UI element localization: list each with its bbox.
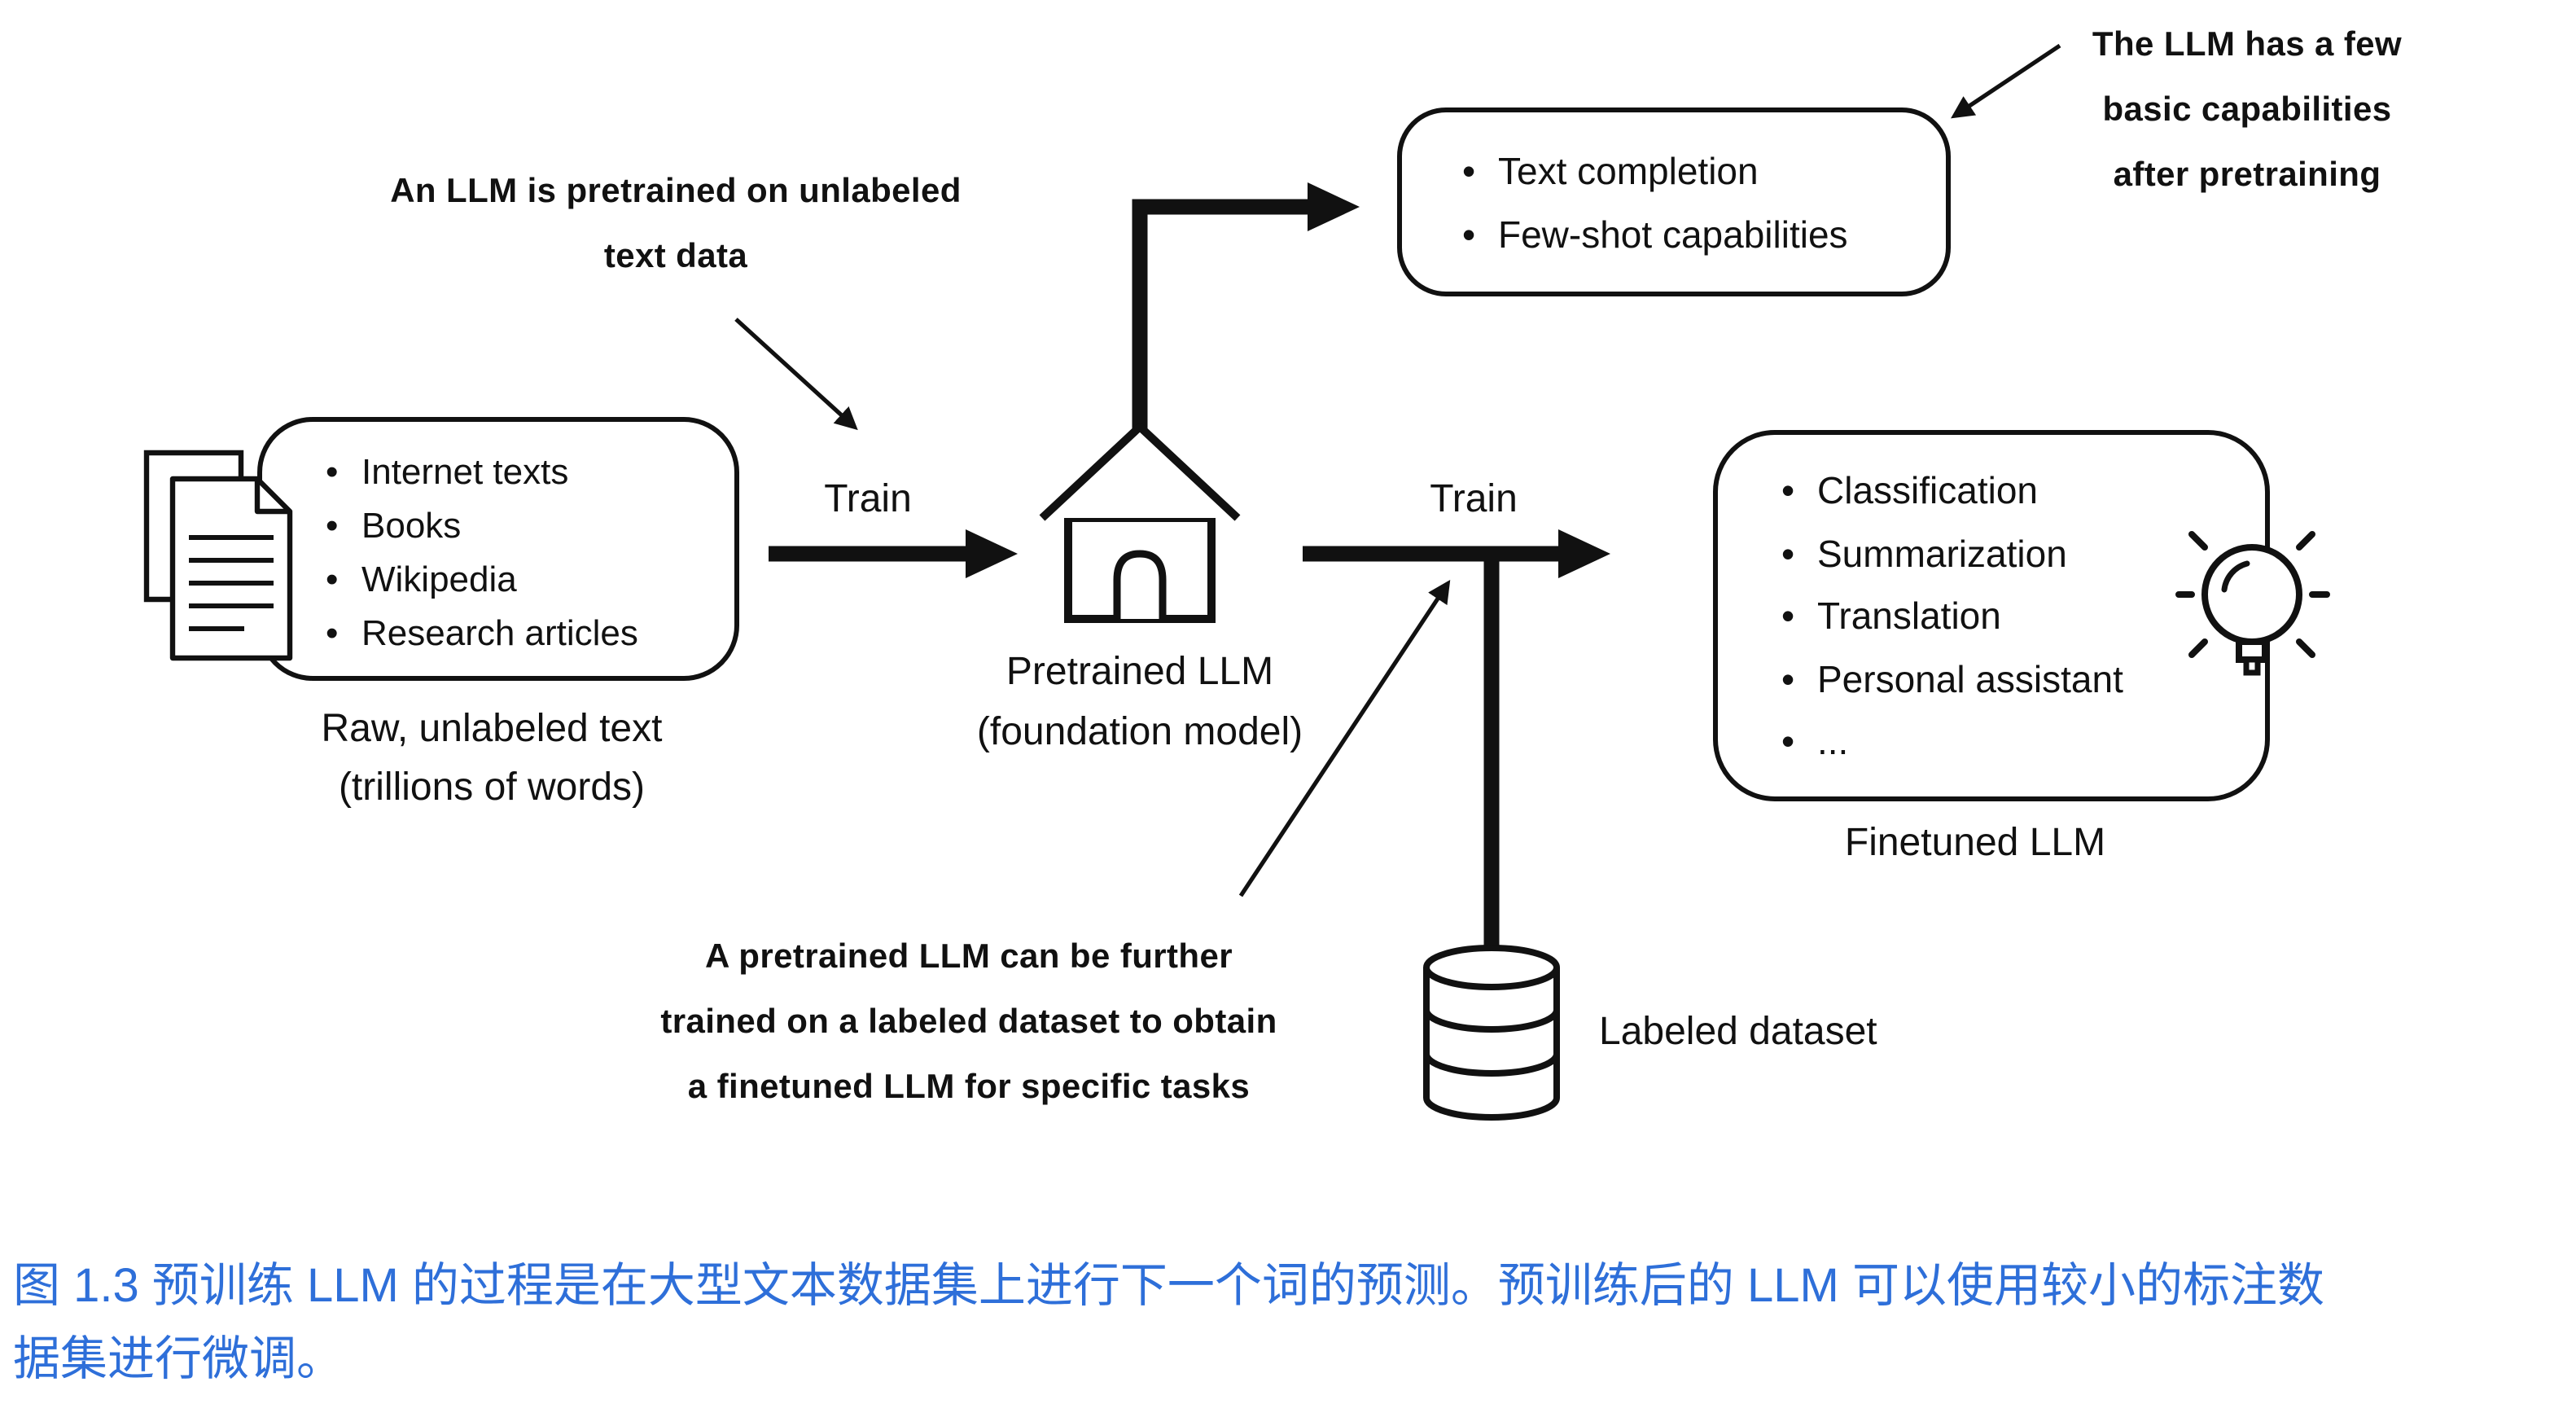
list-item: Few-shot capabilities [1454,204,1933,267]
train-left-label: Train [824,477,912,521]
figure-caption-line1: 图 1.3 预训练 LLM 的过程是在大型文本数据集上进行下一个词的预测。预训练… [13,1261,2324,1313]
pretrain-note-arrow [734,318,858,431]
list-item: Translation [1773,585,2252,647]
list-item: Text completion [1454,140,1933,204]
pretrained-llm-line2: (foundation model) [976,710,1303,754]
list-item: Classification [1773,459,2252,522]
finetuned-box: Classification Summarization Translation… [1713,430,2270,801]
list-item: Wikipedia [318,552,721,606]
pretrain-note-line2: text data [603,238,748,275]
pretrained-llm-line1: Pretrained LLM [1005,650,1274,694]
list-item: Personal assistant [1773,647,2252,710]
documents-icon [143,450,293,661]
capabilities-list: Text completion Few-shot capabilities [1454,140,1933,267]
capabilities-note-line2: basic capabilities [2102,91,2392,129]
capabilities-note-line3: after pretraining [2113,156,2381,194]
labeled-dataset-label: Labeled dataset [1599,1010,1877,1054]
pretrained-to-capabilities-arrow [1132,182,1360,437]
list-item: Summarization [1773,522,2252,585]
raw-text-caption: Raw, unlabeled text (trillions of words) [212,700,772,818]
finetune-note-line1: A pretrained LLM can be further [705,938,1233,976]
list-item: Books [318,498,721,552]
finetune-note: A pretrained LLM can be further trained … [619,925,1319,1121]
pretrained-llm-label: Pretrained LLM (foundation model) [909,642,1371,762]
capabilities-note-line1: The LLM has a few [2092,26,2403,64]
house-icon [1039,423,1241,623]
raw-text-sources-box: Internet texts Books Wikipedia Research … [257,417,739,681]
database-icon [1423,945,1560,1121]
finetuned-llm-label: Finetuned LLM [1844,821,2106,865]
finetune-note-line2: trained on a labeled dataset to obtain [660,1003,1277,1041]
figure-caption: 图 1.3 预训练 LLM 的过程是在大型文本数据集上进行下一个词的预测。预训练… [13,1251,2569,1397]
finetune-note-line3: a finetuned LLM for specific tasks [687,1068,1251,1106]
finetune-note-arrow [1238,579,1451,897]
capabilities-note-arrow [1951,43,2061,119]
pretrain-note: An LLM is pretrained on unlabeled text d… [375,160,977,290]
pretrain-note-line1: An LLM is pretrained on unlabeled [390,173,962,210]
raw-text-caption-line2: (trillions of words) [338,766,646,809]
list-item: Research articles [318,606,721,660]
lightbulb-icon [2175,531,2330,676]
capabilities-box: Text completion Few-shot capabilities [1397,107,1951,296]
finetuned-tasks-list: Classification Summarization Translation… [1773,459,2252,773]
list-item: ... [1773,710,2252,773]
raw-text-caption-line1: Raw, unlabeled text [321,707,663,751]
list-item: Internet texts [318,445,721,498]
capabilities-note: The LLM has a few basic capabilities aft… [2019,13,2475,208]
figure-caption-line2: 据集进行微调。 [13,1334,344,1386]
train-right-label: Train [1430,477,1518,521]
raw-text-sources-list: Internet texts Books Wikipedia Research … [318,445,721,660]
